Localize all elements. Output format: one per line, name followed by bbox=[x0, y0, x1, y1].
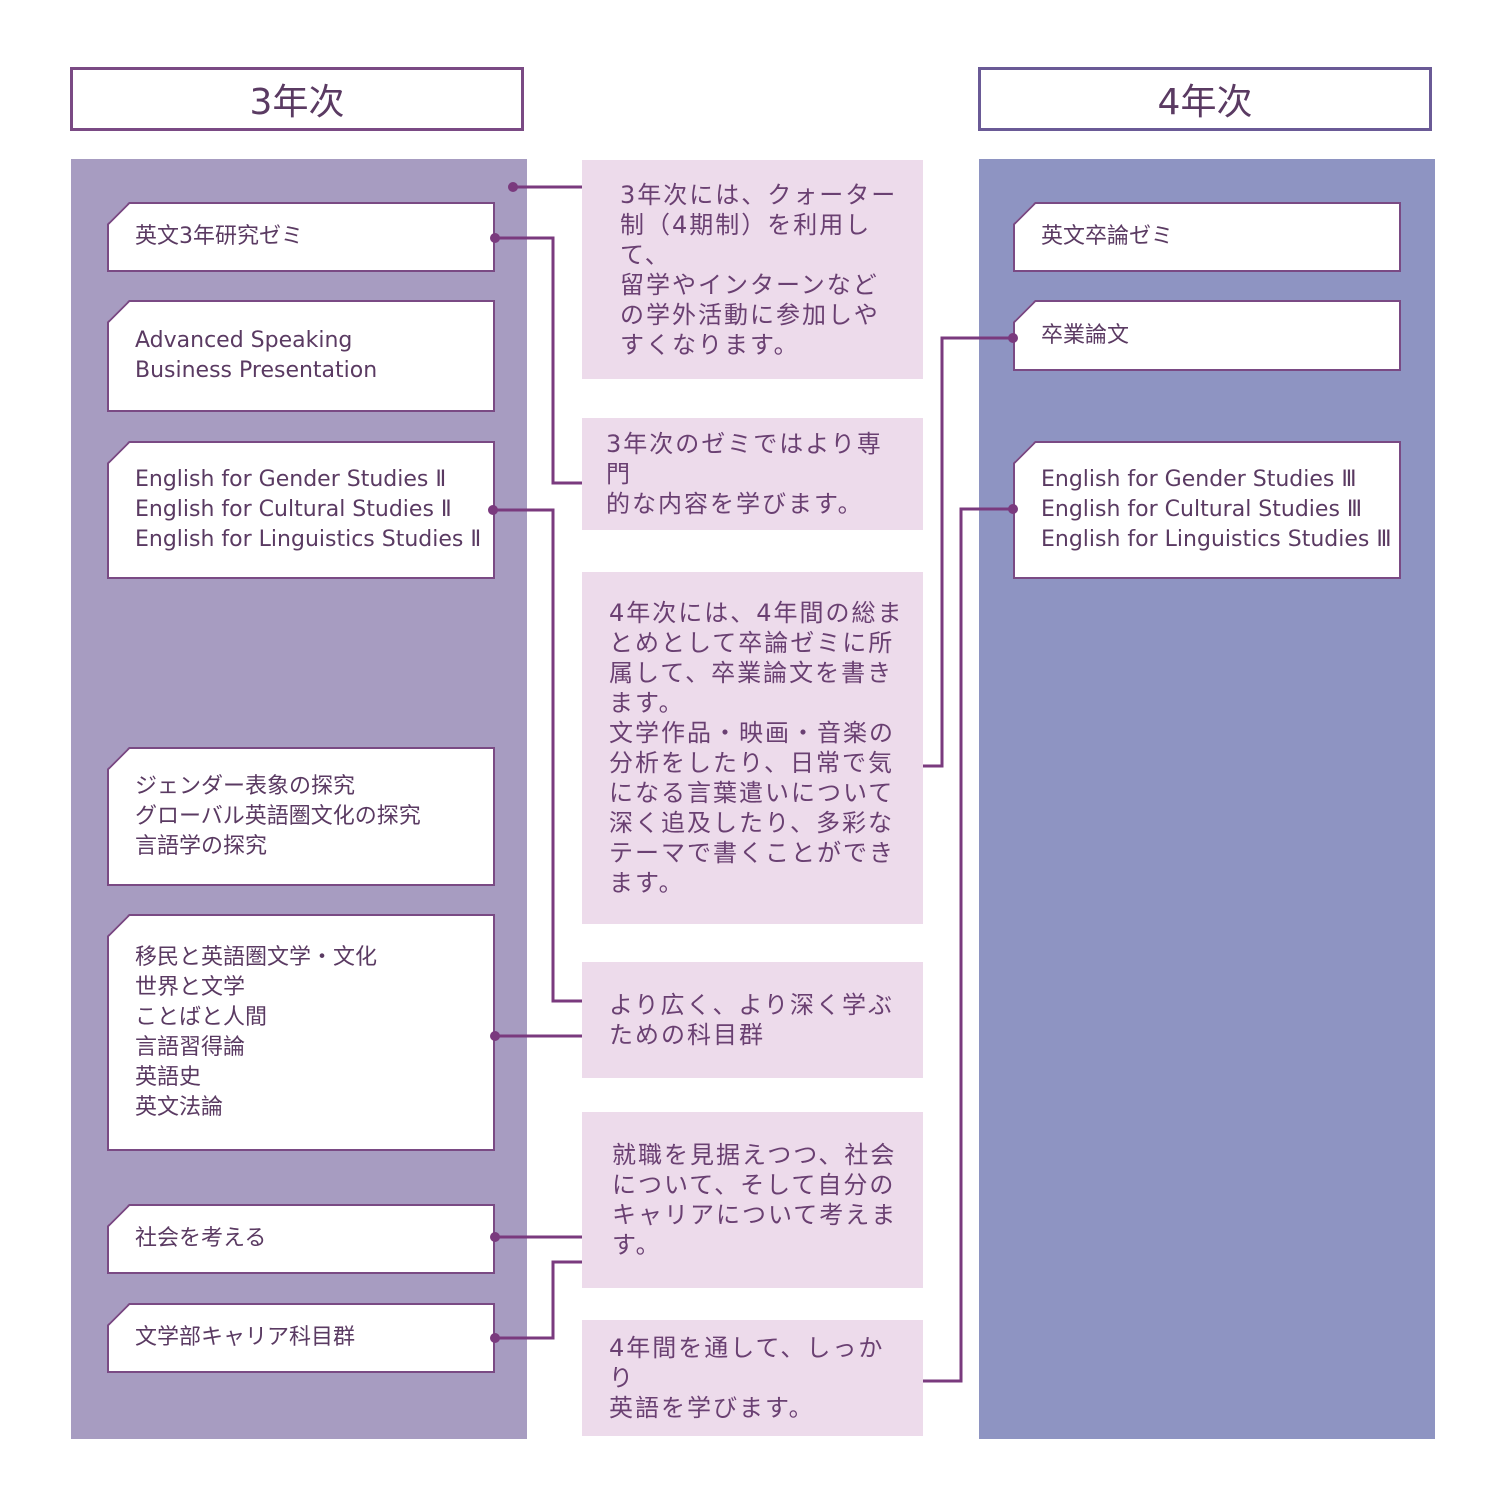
note-line: キャリアについて考えま bbox=[612, 1201, 898, 1229]
course-line: English for Linguistics Studies Ⅱ bbox=[135, 527, 482, 552]
course-line: 社会を考える bbox=[135, 1226, 267, 1251]
course-line: English for Gender Studies Ⅲ bbox=[1041, 467, 1357, 492]
course-line: 移民と英語圏文学・文化 bbox=[135, 944, 378, 970]
year4-header: 4年次 bbox=[978, 67, 1432, 131]
course-line: English for Gender Studies Ⅱ bbox=[135, 467, 447, 492]
course-line: 卒業論文 bbox=[1041, 322, 1130, 348]
course-box-career: 文学部キャリア科目群 bbox=[107, 1303, 495, 1373]
note-career: 就職を見据えつつ、社会 について、そして自分の キャリアについて考えま す。 bbox=[582, 1112, 923, 1288]
course-line: 英語史 bbox=[135, 1064, 202, 1090]
course-line: ジェンダー表象の探究 bbox=[135, 773, 356, 799]
year3-header: 3年次 bbox=[70, 67, 524, 131]
course-line: 英文卒論ゼミ bbox=[1041, 224, 1174, 249]
note-line: 4年次には、4年間の総ま bbox=[609, 599, 904, 627]
course-line: English for Linguistics Studies Ⅲ bbox=[1041, 527, 1392, 552]
course-box-seminar-3: 英文3年研究ゼミ bbox=[107, 202, 495, 272]
course-line: 世界と文学 bbox=[135, 974, 246, 1000]
note-line: 分析をしたり、日常で気 bbox=[609, 749, 895, 777]
note-line: について、そして自分の bbox=[612, 1171, 896, 1199]
note-line: 留学やインターンなど bbox=[620, 270, 879, 299]
course-line: 英文3年研究ゼミ bbox=[135, 224, 303, 249]
note-english-4years: 4年間を通して、しっかり 英語を学びます。 bbox=[582, 1320, 923, 1436]
note-line: すくなります。 bbox=[620, 330, 800, 359]
course-line: Business Presentation bbox=[135, 358, 378, 383]
note-line: ます。 bbox=[609, 689, 685, 717]
note-line: になる言葉遣いについて bbox=[609, 779, 895, 807]
note-line: 文学作品・映画・音楽の bbox=[609, 719, 895, 747]
note-broad-subjects: より広く、より深く学ぶ ための科目群 bbox=[582, 962, 923, 1078]
year4-column bbox=[979, 159, 1435, 1439]
note-line: 3年次のゼミではより専門 bbox=[606, 430, 883, 488]
course-line: 文学部キャリア科目群 bbox=[135, 1325, 356, 1350]
course-box-english-studies-2: English for Gender Studies Ⅱ English for… bbox=[107, 441, 495, 579]
course-box-exploration: ジェンダー表象の探究 グローバル英語圏文化の探究 言語学の探究 bbox=[107, 747, 495, 886]
course-line: ことばと人間 bbox=[135, 1004, 268, 1030]
course-box-speaking: Advanced Speaking Business Presentation bbox=[107, 300, 495, 412]
note-line: 4年間を通して、しっかり bbox=[609, 1334, 885, 1392]
course-line: 言語学の探究 bbox=[135, 833, 268, 859]
note-line: 英語を学びます。 bbox=[609, 1394, 815, 1422]
course-line: グローバル英語圏文化の探究 bbox=[135, 803, 421, 829]
course-line: Advanced Speaking bbox=[135, 328, 353, 353]
note-line: より広く、より深く学ぶ bbox=[609, 991, 895, 1019]
course-line: 言語習得論 bbox=[135, 1034, 246, 1060]
note-line: 3年次には、クォーター bbox=[620, 180, 898, 209]
note-line: 就職を見据えつつ、社会 bbox=[612, 1141, 897, 1169]
course-box-thesis-seminar: 英文卒論ゼミ bbox=[1013, 202, 1401, 272]
course-box-thesis: 卒業論文 bbox=[1013, 300, 1401, 371]
note-line: とめとして卒論ゼミに所 bbox=[609, 629, 895, 657]
course-line: English for Cultural Studies Ⅲ bbox=[1041, 497, 1363, 522]
note-line: ための科目群 bbox=[609, 1021, 765, 1049]
year3-header-label: 3年次 bbox=[249, 82, 345, 123]
course-line: English for Cultural Studies Ⅱ bbox=[135, 497, 452, 522]
course-box-english-studies-3: English for Gender Studies Ⅲ English for… bbox=[1013, 441, 1401, 579]
note-seminar: 3年次のゼミではより専門 的な内容を学びます。 bbox=[582, 418, 923, 530]
note-line: す。 bbox=[612, 1231, 662, 1259]
note-line: 属して、卒業論文を書き bbox=[609, 659, 894, 687]
note-quarter-system: 3年次には、クォーター 制（4期制）を利用して、 留学やインターンなど の学外活… bbox=[582, 160, 923, 379]
note-line: 制（4期制）を利用して、 bbox=[620, 210, 872, 269]
course-box-society: 社会を考える bbox=[107, 1204, 495, 1274]
note-line: ます。 bbox=[609, 869, 685, 897]
course-box-broad-subjects: 移民と英語圏文学・文化 世界と文学 ことばと人間 言語習得論 英語史 英文法論 bbox=[107, 914, 495, 1151]
note-line: 深く追及したり、多彩な bbox=[609, 809, 895, 837]
note-line: テーマで書くことができ bbox=[609, 839, 895, 867]
year4-header-label: 4年次 bbox=[1157, 82, 1253, 123]
note-line: 的な内容を学びます。 bbox=[606, 490, 864, 518]
note-year4-thesis: 4年次には、4年間の総ま とめとして卒論ゼミに所 属して、卒業論文を書き ます。… bbox=[582, 572, 923, 924]
course-line: 英文法論 bbox=[135, 1094, 224, 1120]
note-line: の学外活動に参加しや bbox=[620, 300, 880, 329]
